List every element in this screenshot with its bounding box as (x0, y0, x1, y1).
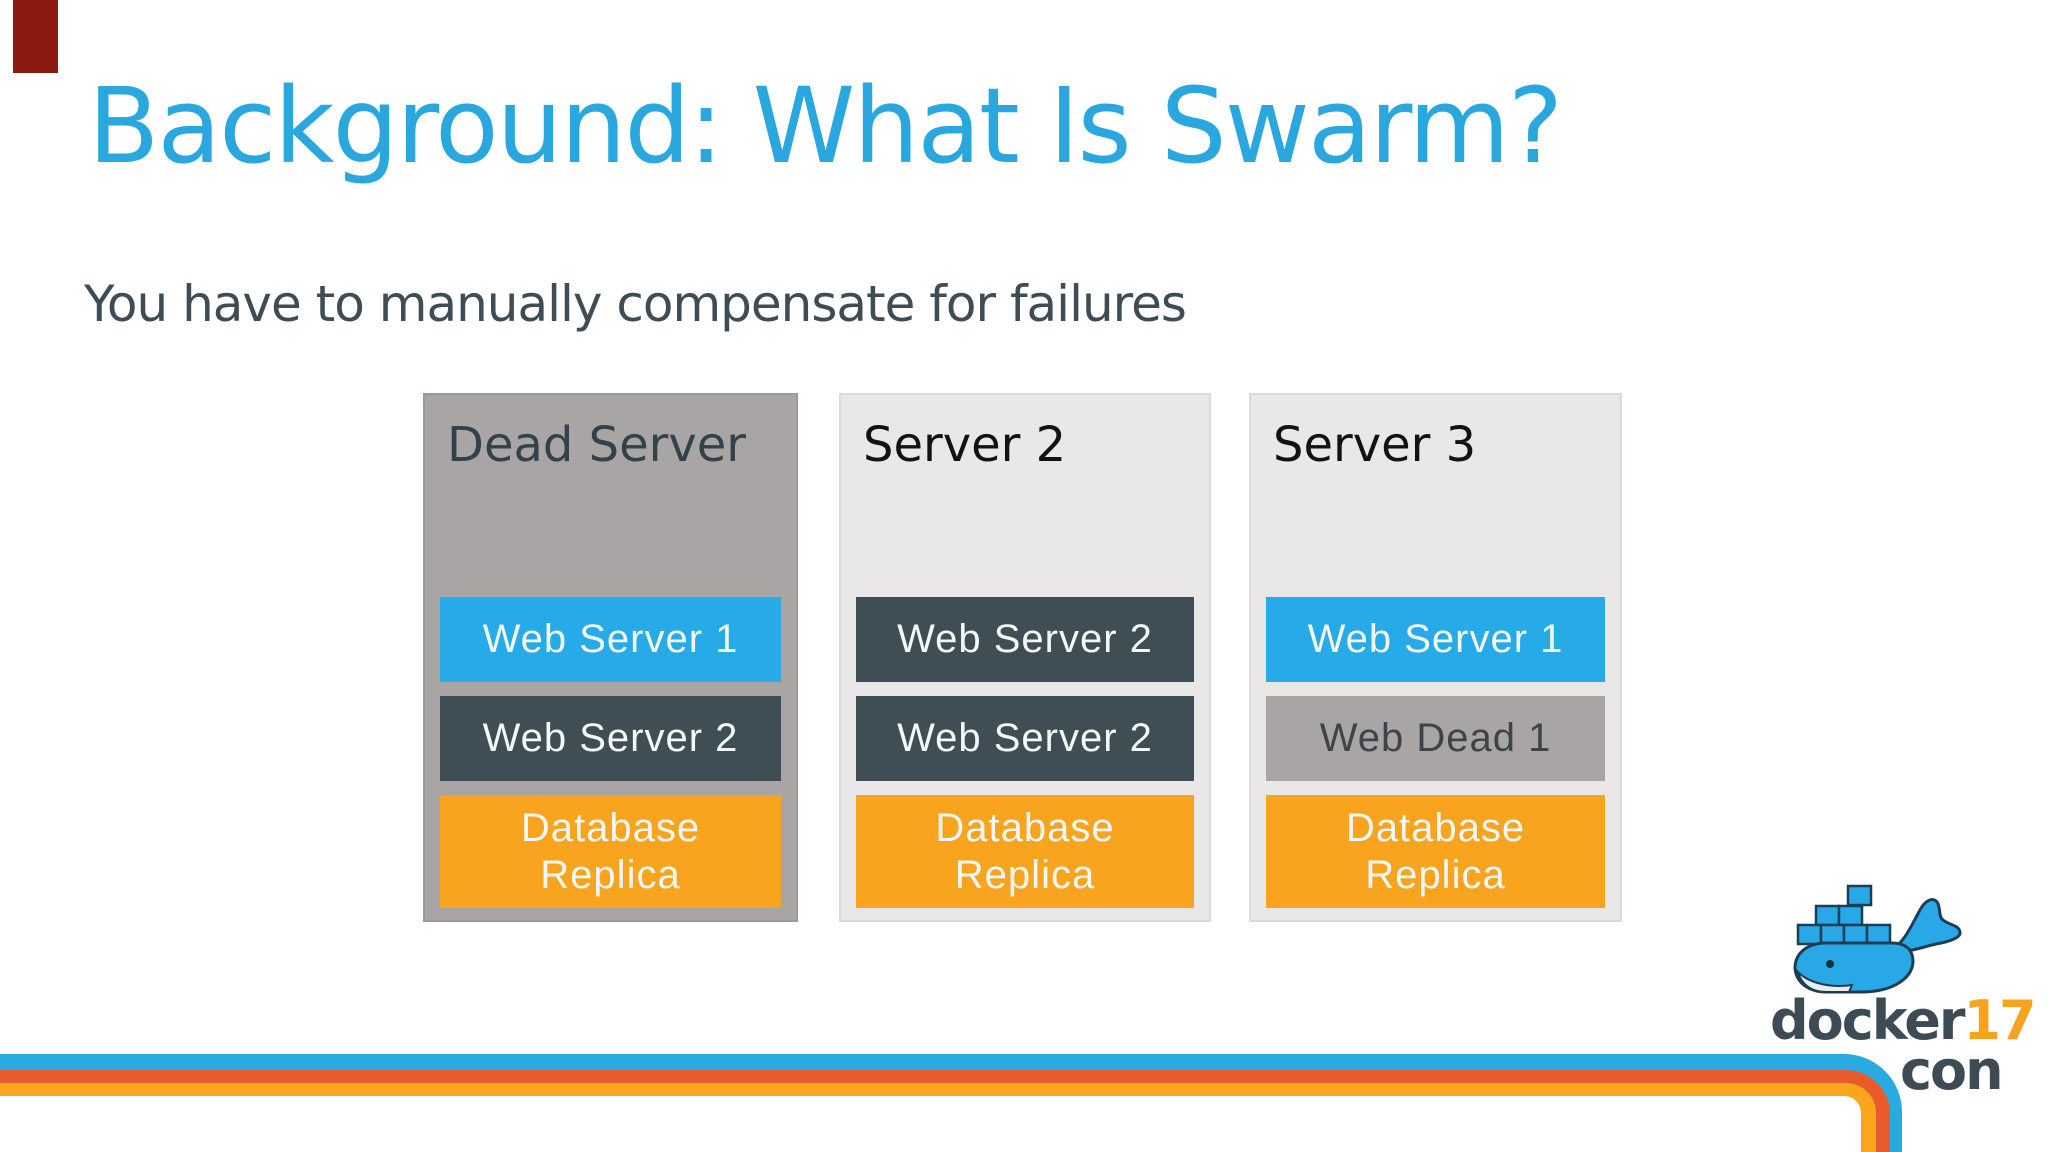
container-box: Web Server 1 (440, 597, 781, 682)
container-label: Database Replica (1345, 805, 1526, 897)
container-label: Web Server 2 (897, 716, 1153, 760)
container-box: Web Server 1 (1266, 597, 1605, 682)
container-label: Database Replica (935, 805, 1115, 897)
container-box: Web Server 2 (856, 597, 1194, 682)
slide-title: Background: What Is Swarm? (88, 65, 1563, 187)
container-label: Web Dead 1 (1319, 716, 1552, 760)
dockercon-logo-text: docker17 (1770, 994, 2037, 1048)
server-panel-title: Dead Server (447, 417, 747, 473)
server-panel-dead: Dead Server Web Server 1 Web Server 2 Da… (423, 393, 798, 922)
corner-red-mark (13, 0, 58, 73)
slide-subtitle: You have to manually compensate for fail… (84, 275, 1187, 333)
container-box: Web Dead 1 (1266, 696, 1605, 781)
container-label: Web Server 1 (1307, 617, 1564, 661)
brand-docker: docker (1770, 989, 1965, 1052)
container-box: Web Server 2 (856, 696, 1194, 781)
container-box: Database Replica (1266, 795, 1605, 908)
container-label: Web Server 2 (482, 716, 739, 760)
server-panel-3: Server 3 Web Server 1 Web Dead 1 Databas… (1249, 393, 1622, 922)
server-panel-2: Server 2 Web Server 2 Web Server 2 Datab… (839, 393, 1211, 922)
docker-whale-icon (1793, 884, 1962, 994)
server-panel-title: Server 3 (1273, 417, 1477, 473)
container-box: Web Server 2 (440, 696, 781, 781)
brand-year: 17 (1963, 989, 2036, 1052)
brand-con: con (1900, 1039, 2004, 1102)
dockercon-logo: docker17 con (1770, 860, 2037, 1110)
container-label: Web Server 2 (897, 617, 1153, 661)
server-panel-title: Server 2 (863, 417, 1067, 473)
container-box: Database Replica (856, 795, 1194, 908)
container-label: Web Server 1 (482, 617, 739, 661)
container-stack: Web Server 1 Web Server 2 Database Repli… (425, 597, 796, 920)
container-label: Database Replica (520, 805, 701, 897)
container-stack: Web Server 1 Web Dead 1 Database Replica (1251, 597, 1620, 920)
bottom-stripe-inner-white (0, 1096, 1861, 1152)
container-box: Database Replica (440, 795, 781, 908)
container-stack: Web Server 2 Web Server 2 Database Repli… (841, 597, 1209, 920)
